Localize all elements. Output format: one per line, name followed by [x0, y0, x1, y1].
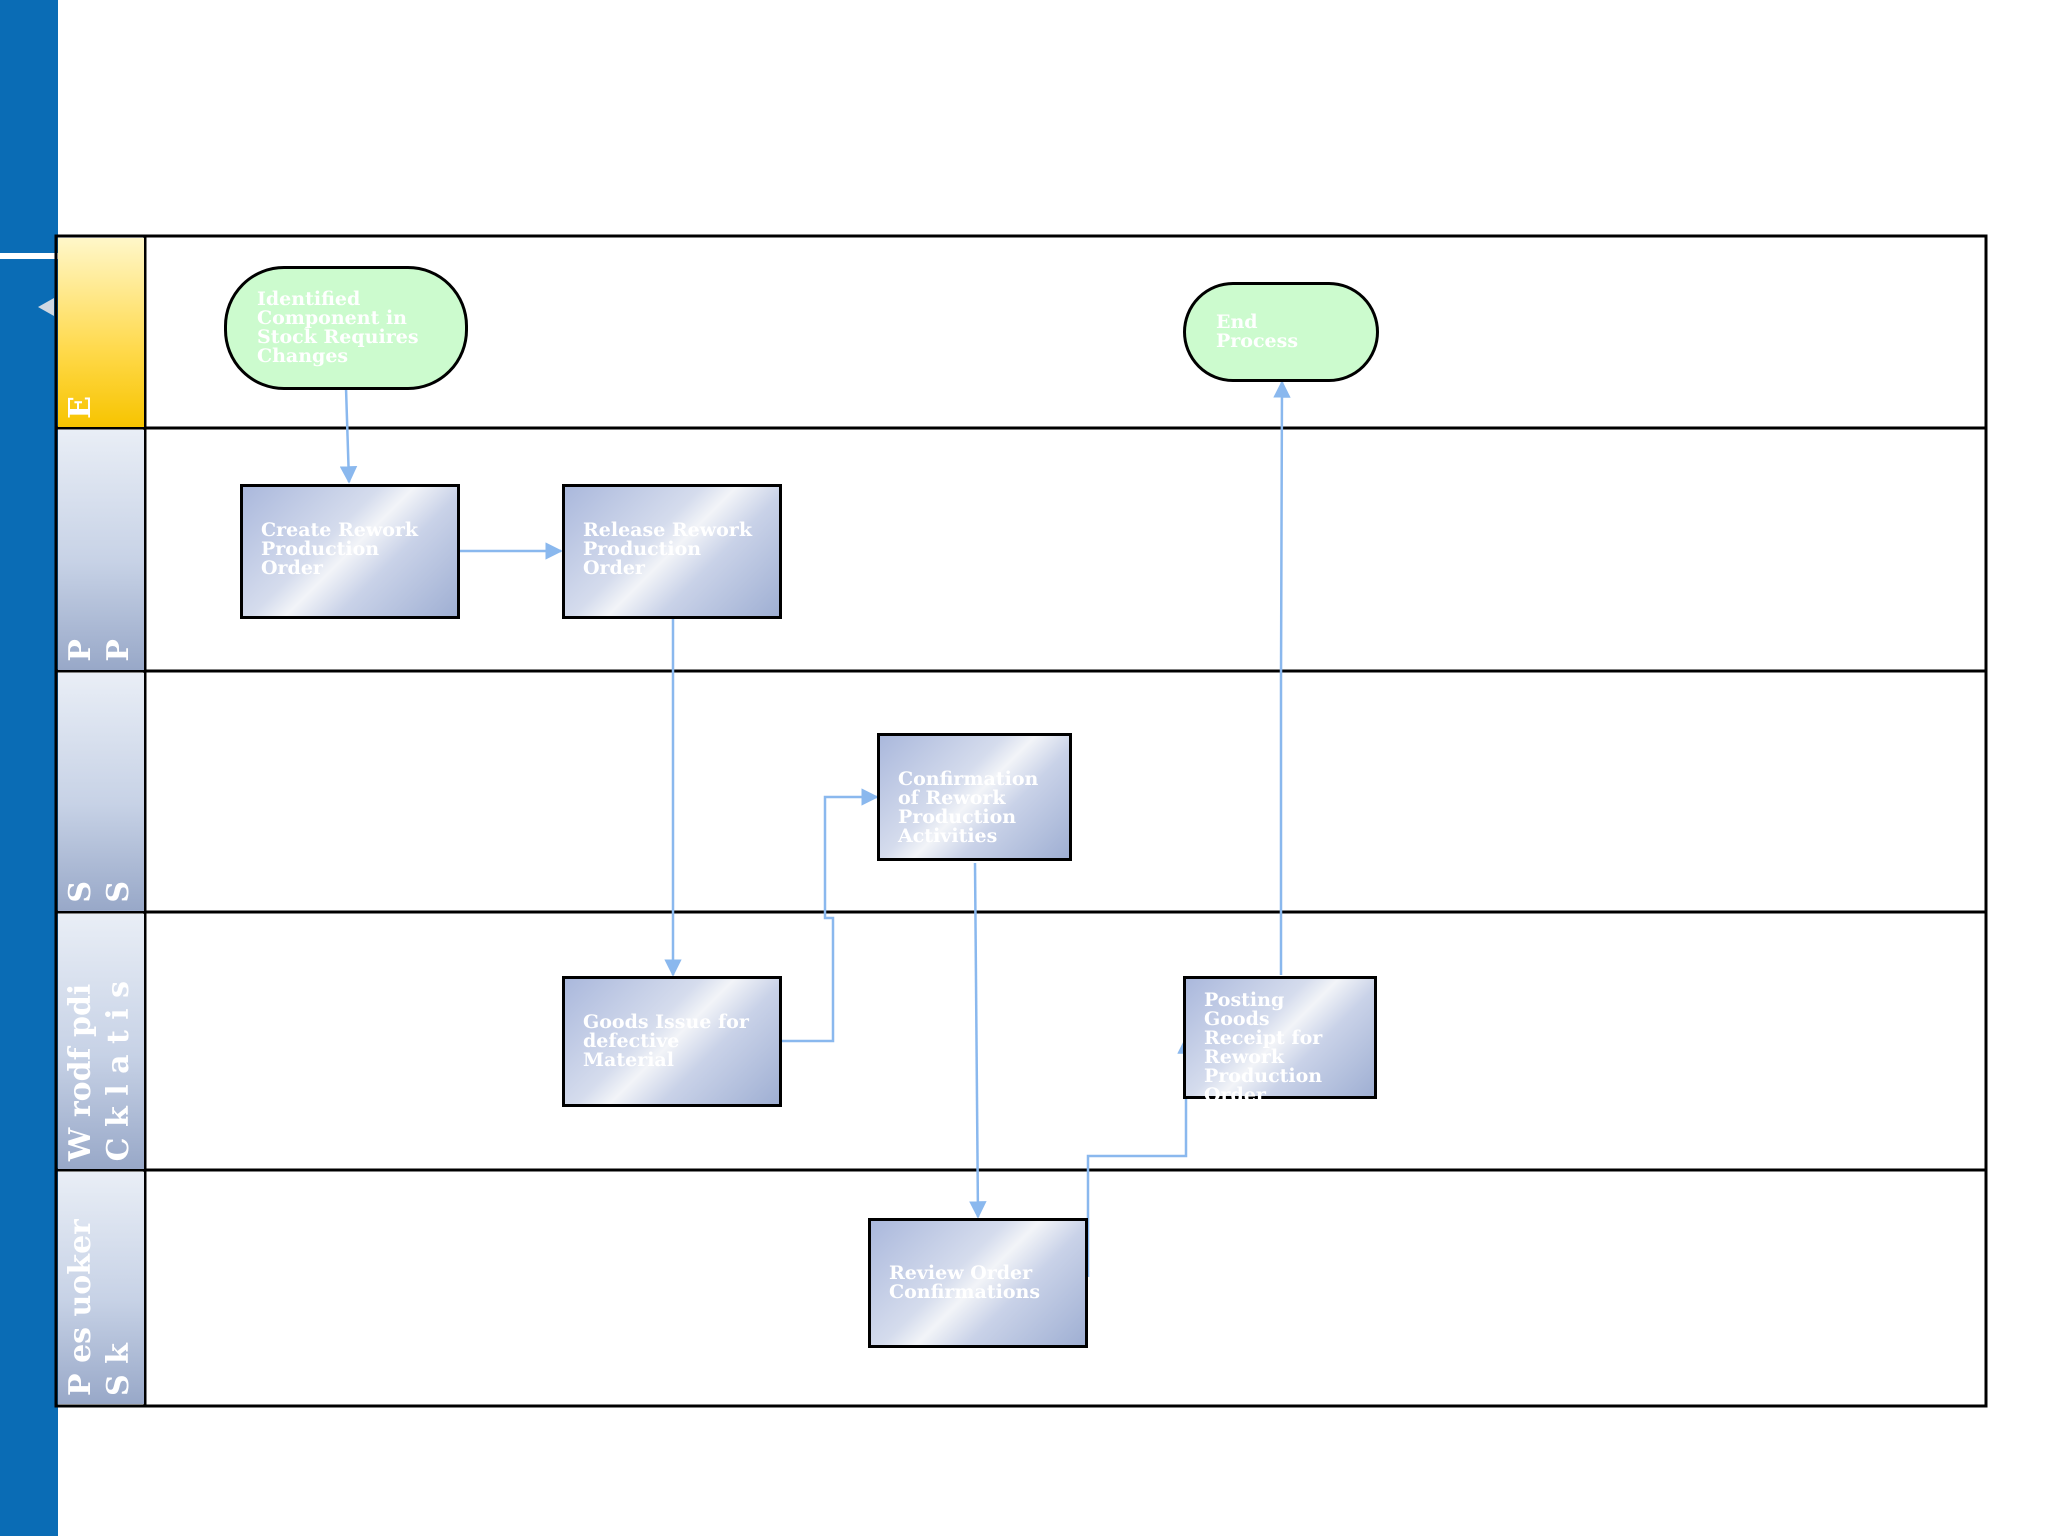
lane-label: S S: [63, 881, 136, 903]
lane-header-3: S S: [58, 673, 144, 911]
connector-confirmation-to-review: [969, 862, 987, 1219]
lane-header-event: E: [58, 238, 144, 427]
start-node[interactable]: Identified Component in Stock Requires C…: [224, 266, 468, 390]
lane-label: P P: [63, 639, 136, 662]
node-label: Review Order Confirmations: [889, 1262, 1041, 1303]
node-label: Confirmation of Rework Production Activi…: [898, 768, 1039, 847]
release-order-task[interactable]: Release Rework Production Order: [562, 484, 782, 619]
node-label: Goods Issue for defective Material: [583, 1011, 749, 1071]
posting-goods-task[interactable]: Posting Goods Receipt for Rework Product…: [1183, 976, 1377, 1105]
node-label: Posting Goods Receipt for Rework Product…: [1204, 989, 1323, 1106]
lane-header-5: P es uoker S k: [58, 1172, 144, 1404]
connector-posting-to-end: [1273, 380, 1291, 975]
lane-label: E: [63, 396, 98, 419]
connector-review-to-posting: [1086, 1036, 1195, 1277]
sidebar-divider: [0, 253, 58, 259]
review-task[interactable]: Review Order Confirmations: [868, 1218, 1088, 1348]
connector-goods-issue-to-confirmation: [782, 788, 879, 1043]
create-order-task[interactable]: Create Rework Production Order: [240, 484, 460, 619]
node-label: End Process: [1216, 311, 1299, 352]
node-label: Identified Component in Stock Requires C…: [257, 288, 419, 367]
diagram-frame: [54, 234, 1988, 1408]
lane-label: P es uoker S k: [63, 1219, 136, 1396]
end-node[interactable]: End Process: [1183, 282, 1379, 382]
lane-header-4: W rodf pdi C k l a t i s: [58, 914, 144, 1169]
collapse-arrow-icon[interactable]: [38, 298, 54, 316]
confirmation-task[interactable]: Confirmation of Rework Production Activi…: [877, 733, 1072, 861]
lane-header-pp: P P: [58, 430, 144, 670]
node-label: Create Rework Production Order: [261, 519, 419, 579]
lane-label: W rodf pdi C k l a t i s: [63, 980, 136, 1161]
node-label: Release Rework Production Order: [583, 519, 752, 579]
connector-start-to-create: [339, 387, 358, 484]
goods-issue-task[interactable]: Goods Issue for defective Material: [562, 976, 782, 1107]
